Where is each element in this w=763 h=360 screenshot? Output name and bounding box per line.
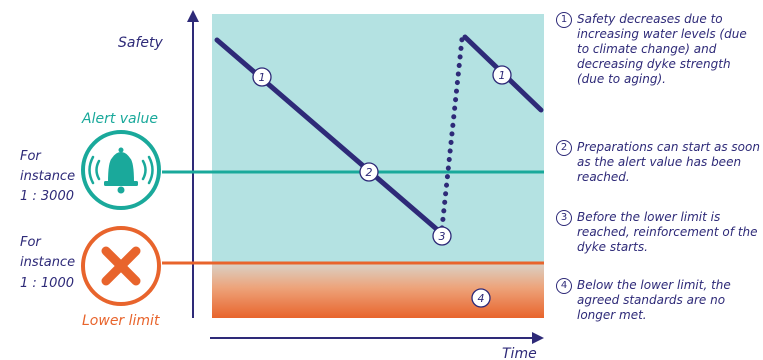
legend-number: 3	[556, 210, 572, 226]
marker-1-second-label: 1	[499, 69, 506, 82]
x-axis-label: Time	[502, 346, 537, 360]
marker-3-label: 3	[439, 230, 446, 243]
marker-4: 4	[471, 288, 491, 308]
legend-text: Below the lower limit, the agreed standa…	[577, 278, 731, 322]
safe-zone	[212, 14, 544, 263]
marker-1-second: 1	[492, 65, 512, 85]
legend-text: Safety decreases due to increasing water…	[577, 12, 747, 86]
marker-3: 3	[432, 226, 452, 246]
legend-item-1: 1 Safety decreases due to increasing wat…	[556, 12, 761, 87]
alert-note-line1: For	[20, 149, 42, 164]
legend-text: Before the lower limit is reached, reinf…	[577, 210, 758, 254]
bell-alert-icon	[81, 130, 161, 210]
marker-2-label: 2	[366, 166, 373, 179]
y-axis-label: Safety	[118, 35, 163, 51]
lower-note-line3: 1 : 1000	[20, 276, 74, 291]
lower-note-line2: instance	[20, 255, 75, 270]
alert-note-line3: 1 : 3000	[20, 189, 74, 204]
danger-zone	[212, 263, 544, 318]
marker-1-label: 1	[259, 71, 266, 84]
legend-item-3: 3 Before the lower limit is reached, rei…	[556, 210, 761, 255]
legend-number: 4	[556, 278, 572, 294]
marker-2: 2	[359, 162, 379, 182]
reinforcement-jump-line	[439, 36, 465, 231]
alert-note-line2: instance	[20, 169, 75, 184]
marker-1: 1	[252, 67, 272, 87]
legend-item-4: 4 Below the lower limit, the agreed stan…	[556, 278, 761, 323]
cross-icon	[81, 226, 161, 306]
legend-number: 1	[556, 12, 572, 28]
alert-value-label: Alert value	[81, 111, 158, 127]
marker-4-label: 4	[478, 292, 485, 305]
legend-text: Preparations can start as soon as the al…	[577, 140, 760, 184]
legend-item-2: 2 Preparations can start as soon as the …	[556, 140, 761, 185]
legend-number: 2	[556, 140, 572, 156]
lower-note-line1: For	[20, 235, 42, 250]
lower-limit-label: Lower limit	[82, 313, 160, 329]
